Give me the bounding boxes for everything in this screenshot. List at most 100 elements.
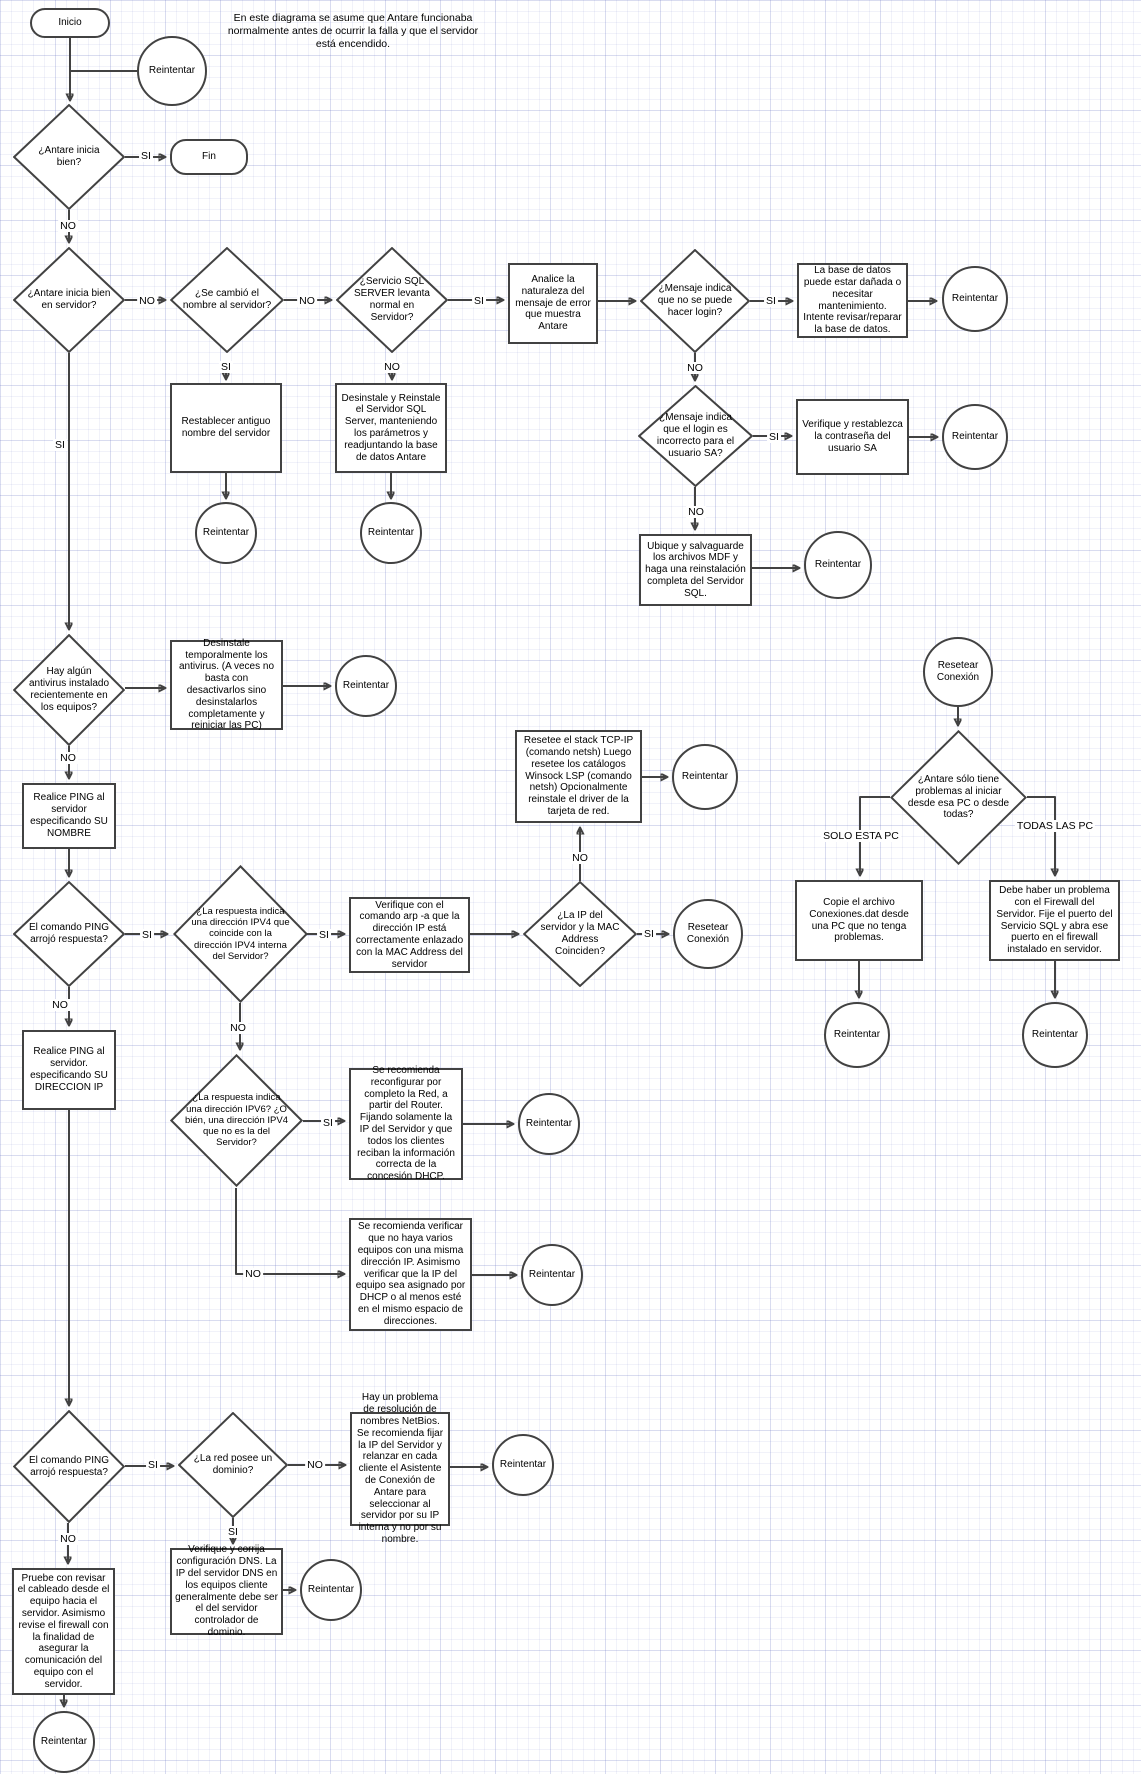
terminator-fin: Fin: [170, 139, 248, 175]
process-ubique-mdf: Ubique y salvaguarde los archivos MDF y …: [639, 534, 752, 606]
process-label: Realice PING al servidor especificando S…: [30, 792, 108, 839]
decision-login-incorrecto-sa: ¿Mensaje indica que el login es incorrec…: [638, 385, 753, 487]
process-restablezca-contrasena-sa: Verifique y restablezca la contraseña de…: [796, 399, 909, 475]
decision-mensaje-no-login: ¿Mensaje indica que no se puede hacer lo…: [640, 249, 750, 353]
diamond-outline: [523, 881, 637, 987]
retry-circle-top: Reintentar: [137, 36, 207, 106]
diamond-outline: [638, 385, 753, 487]
process-label: Resetee el stack TCP-IP (comando netsh) …: [523, 735, 634, 817]
process-base-datos-danada: La base de datos puede estar dañada o ne…: [797, 263, 908, 338]
process-copie-conexiones: Copie el archivo Conexiones.dat desde un…: [795, 880, 923, 961]
reset-connection-label: Resetear Conexión: [686, 922, 730, 945]
process-firewall-servidor: Debe haber un problema con el Firewall d…: [989, 880, 1120, 961]
process-label: Verifique y corrija configuración DNS. L…: [175, 1544, 278, 1638]
edge-label-no: NO: [58, 1533, 78, 1545]
edge-label-no: NO: [137, 295, 157, 307]
retry-label: Reintentar: [148, 65, 196, 77]
decision-label: ¿La respuesta indica una dirección IPV4 …: [191, 905, 290, 962]
edge-label-si: SI: [219, 361, 233, 373]
process-desinstale-reinstale-sql: Desinstale y Reinstale el Servidor SQL S…: [335, 383, 447, 473]
retry-label: Reintentar: [499, 1459, 547, 1471]
retry-circle-netbios: Reintentar: [492, 1434, 554, 1496]
process-label: Restablecer antiguo nombre del servidor: [181, 416, 271, 439]
decision-label: ¿Antare inicia bien en servidor?: [27, 288, 111, 311]
retry-label: Reintentar: [367, 527, 415, 539]
diagram-note: En este diagrama se asume que Antare fun…: [227, 12, 479, 51]
decision-ipv6: ¿La respuesta indica una dirección IPV6?…: [170, 1054, 303, 1187]
process-label: Copie el archivo Conexiones.dat desde un…: [809, 896, 909, 944]
edge-label-si: SI: [146, 1459, 160, 1471]
diamond-outline: [170, 1054, 303, 1187]
edge-label-no: NO: [58, 752, 78, 764]
edge-label-no: NO: [382, 361, 402, 373]
edge-label-no: NO: [228, 1022, 248, 1034]
retry-circle-basedatos: Reintentar: [942, 266, 1008, 332]
process-label: Desinstale temporalmente los antivirus. …: [178, 637, 275, 732]
retry-circle-ubique: Reintentar: [804, 531, 872, 599]
process-cableado: Pruebe con revisar el cableado desde el …: [12, 1568, 115, 1695]
decision-antivirus-instalado: Hay algún antivirus instalado recienteme…: [13, 634, 125, 746]
process-desinstale-antivirus: Desinstale temporalmente los antivirus. …: [170, 637, 283, 732]
process-label: Realice PING al servidor. especificando …: [30, 1046, 108, 1093]
decision-label: ¿Se cambió el nombre al servidor?: [182, 288, 272, 311]
decision-antare-inicia-bien-servidor: ¿Antare inicia bien en servidor?: [13, 247, 125, 353]
process-dns: Verifique y corrija configuración DNS. L…: [170, 1544, 283, 1638]
process-label: Ubique y salvaguarde los archivos MDF y …: [645, 540, 746, 599]
edge-label-si: SI: [226, 1526, 240, 1538]
retry-label: Reintentar: [202, 527, 250, 539]
decision-label: ¿Antare inicia bien?: [38, 145, 100, 168]
retry-label: Reintentar: [951, 293, 999, 305]
process-label: Desinstale y Reinstale el Servidor SQL S…: [341, 392, 441, 463]
process-netbios: Hay un problema de resolución de nombres…: [350, 1392, 450, 1545]
process-label: Analice la naturaleza del mensaje de err…: [515, 274, 591, 333]
diamond-outline: [890, 730, 1027, 865]
edge-label-si: SI: [140, 929, 154, 941]
retry-circle-contrasena-sa: Reintentar: [942, 404, 1008, 470]
edge-d11-copie: [860, 796, 890, 875]
process-label: Verifique y restablezca la contraseña de…: [802, 419, 903, 454]
decision-label: ¿Antare sólo tiene problemas al iniciar …: [907, 773, 1010, 821]
edge-label-no: NO: [686, 506, 706, 518]
process-label: La base de datos puede estar dañada o ne…: [803, 265, 902, 336]
decision-ip-mac-coinciden: ¿La IP del servidor y la MAC Address Coi…: [523, 881, 637, 987]
reset-connection-circle-1: Resetear Conexión: [673, 899, 743, 969]
edge-label-no: NO: [58, 220, 78, 232]
diamond-outline: [336, 247, 448, 353]
retry-circle-bottom: Reintentar: [33, 1711, 95, 1773]
edge-label-todas-las-pc: TODAS LAS PC: [1014, 820, 1096, 832]
process-label: Hay un problema de resolución de nombres…: [356, 1392, 444, 1545]
process-verifique-arp: Verifique con el comando arp -a que la d…: [349, 897, 470, 973]
diamond-outline: [178, 1412, 288, 1518]
edge-label-no: NO: [297, 295, 317, 307]
decision-label: ¿Mensaje indica que el login es incorrec…: [656, 412, 735, 459]
retry-label: Reintentar: [681, 771, 729, 783]
process-ping-nombre: Realice PING al servidor especificando S…: [22, 783, 116, 849]
edge-label-si: SI: [139, 150, 153, 162]
edge-label-si: SI: [321, 1117, 335, 1129]
process-label: Verifique con el comando arp -a que la d…: [355, 899, 464, 970]
edge-label-no: NO: [570, 852, 590, 864]
edge-label-solo-esta-pc: SOLO ESTA PC: [821, 830, 901, 842]
retry-label: Reintentar: [814, 559, 862, 571]
retry-circle-copie: Reintentar: [824, 1002, 890, 1068]
diamond-outline: [640, 249, 750, 353]
decision-red-dominio: ¿La red posee un dominio?: [178, 1412, 288, 1518]
edge-d12-verificar: [235, 1188, 344, 1274]
reset-connection-label: Resetear Conexión: [936, 660, 980, 683]
edge-label-si: SI: [764, 295, 778, 307]
decision-label: ¿La IP del servidor y la MAC Address Coi…: [540, 910, 620, 957]
process-label: Se recomienda reconfigurar por completo …: [357, 1065, 455, 1183]
diamond-outline: [13, 1410, 125, 1523]
terminator-inicio-label: Inicio: [58, 17, 82, 29]
retry-label: Reintentar: [40, 1736, 88, 1748]
process-reconfigurar-red: Se recomienda reconfigurar por completo …: [349, 1065, 463, 1183]
edge-d11-firewall: [1027, 796, 1055, 875]
process-label: Se recomienda verificar que no haya vari…: [355, 1221, 466, 1327]
decision-label: El comando PING arrojó respuesta?: [28, 922, 110, 945]
reset-connection-circle-2: Resetear Conexión: [923, 637, 993, 707]
process-label: Debe haber un problema con el Firewall d…: [996, 885, 1113, 956]
decision-label: Hay algún antivirus instalado recienteme…: [28, 666, 110, 713]
edge-label-no: NO: [50, 999, 70, 1011]
retry-label: Reintentar: [528, 1269, 576, 1281]
